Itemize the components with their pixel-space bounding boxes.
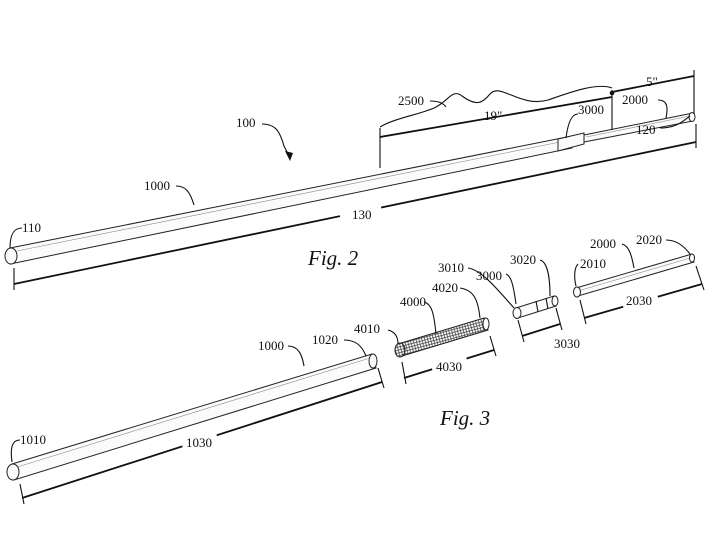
fig3-leader-3000	[506, 274, 516, 304]
fig2-leader-110	[10, 228, 22, 248]
fig3-label-1010: 1010	[20, 432, 46, 447]
fig3-label-3020: 3020	[510, 252, 536, 267]
fig3-dim-4030-ext-left	[402, 362, 406, 384]
fig3-label-4020: 4020	[432, 280, 458, 295]
fig2-label-3000: 3000	[578, 102, 604, 117]
fig3-coupler-end-3020	[552, 296, 558, 306]
fig3-label-3000: 3000	[476, 268, 502, 283]
fig3-label-2010: 2010	[580, 256, 606, 271]
fig2-end-110	[5, 248, 17, 264]
fig2-label-130: 130	[352, 207, 372, 222]
fig3-leader-1000	[288, 346, 304, 366]
fig2-leader-1000	[176, 186, 194, 205]
fig2-leader-100	[262, 124, 290, 158]
fig3-dim-3030-ext-left	[518, 320, 524, 342]
fig3-dim-3030-ext-right	[556, 308, 562, 330]
fig3-core-4000	[398, 318, 488, 356]
fig3-label-4030: 4030	[436, 359, 462, 374]
fig2-caption: Fig. 2	[307, 246, 359, 270]
fig3-dim-1030-ext-right	[378, 368, 384, 388]
fig3-dim-3030-line	[522, 324, 560, 336]
fig3-label-1000: 1000	[258, 338, 284, 353]
fig3-leader-3020	[540, 260, 550, 296]
fig2-label-120: 120	[636, 122, 656, 137]
fig3-label-1020: 1020	[312, 332, 338, 347]
fig2-label-110: 110	[22, 220, 41, 235]
fig3-label-2000: 2000	[590, 236, 616, 251]
fig2-leader-2000	[658, 100, 667, 118]
fig2-label-19in: 19"	[484, 108, 502, 123]
fig3-end-1010	[7, 464, 19, 480]
fig2-label-1000: 1000	[144, 178, 170, 193]
fig3-dim-2030-ext-right	[696, 266, 704, 290]
fig3-caption: Fig. 3	[439, 406, 490, 430]
fig3-leader-2020	[666, 240, 690, 254]
fig2-label-5in: 5"	[646, 74, 658, 89]
fig3-label-4000: 4000	[400, 294, 426, 309]
fig3-label-3010: 3010	[438, 260, 464, 275]
fig3-core-end-4020	[483, 318, 489, 330]
fig3-exploded-drawing	[7, 240, 704, 504]
fig2-leader-100-arrow	[285, 151, 293, 161]
fig3-end-1020	[369, 354, 377, 368]
fig3-dim-4030-ext-right	[490, 336, 496, 356]
fig3-coupler-3000	[516, 296, 556, 318]
fig3-leader-2010	[575, 264, 578, 286]
fig3-dim-1030-ext-left	[20, 484, 24, 504]
fig3-leader-1010	[11, 440, 20, 462]
fig3-coupler-end-3010	[513, 308, 521, 319]
fig3-rod-end-2020	[690, 254, 695, 262]
fig3-leader-4020	[460, 288, 480, 318]
fig3-label-2030: 2030	[626, 293, 652, 308]
fig3-label-4010: 4010	[354, 321, 380, 336]
fig3-dim-2030-ext-left	[580, 300, 586, 324]
fig2-label-2000: 2000	[622, 92, 648, 107]
fig3-label-2020: 2020	[636, 232, 662, 247]
fig3-leader-2000	[622, 244, 634, 268]
fig3-leader-4010	[388, 330, 398, 344]
fig3-label-1030: 1030	[186, 435, 212, 450]
fig2-label-100: 100	[236, 115, 256, 130]
fig3-core-end-4010	[395, 343, 405, 357]
fig3-rod-end-2010	[574, 287, 581, 297]
fig2-label-2500: 2500	[398, 93, 424, 108]
fig3-label-3030: 3030	[554, 336, 580, 351]
fig3-leader-1020	[344, 340, 366, 356]
fig2-dim-junction	[610, 91, 615, 96]
